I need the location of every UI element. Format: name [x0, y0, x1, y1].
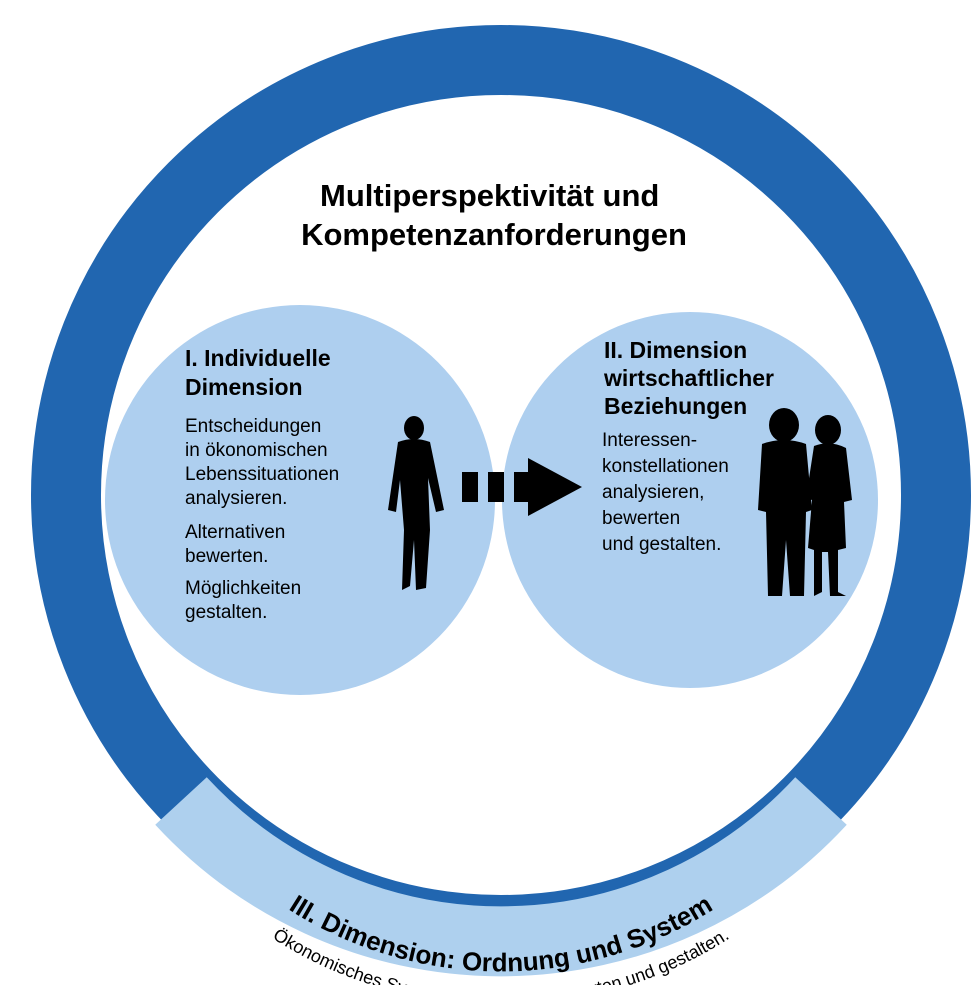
dimension2-heading-line-1: II. Dimension — [604, 337, 747, 363]
dimension1-body-line: Lebenssituationen — [185, 464, 339, 485]
dimension1-heading-line-2: Dimension — [185, 374, 303, 400]
dimension1-heading: I. Individuelle Dimension — [185, 345, 337, 400]
dimension2-body-line: konstellationen — [602, 456, 729, 477]
dimension1-heading-line-1: I. Individuelle — [185, 345, 331, 371]
title-line-1: Multiperspektivität und — [320, 178, 659, 213]
dimension2-body-line: Interessen- — [602, 430, 697, 451]
dimension1-body-line: Entscheidungen — [185, 416, 321, 437]
diagram-title: Multiperspektivität und Kompetenzanforde… — [301, 178, 687, 252]
title-line-2: Kompetenzanforderungen — [301, 217, 687, 252]
dimension1-body-line: gestalten. — [185, 602, 267, 623]
dimension2-heading-line-3: Beziehungen — [604, 393, 747, 419]
dimension2-body-line: bewerten — [602, 508, 680, 529]
dimension2-heading: II. Dimension wirtschaftlicher Beziehung… — [603, 337, 780, 419]
dimension1-body: Entscheidungen in ökonomischen Lebenssit… — [185, 416, 345, 623]
dimension2-body-line: analysieren, — [602, 482, 704, 503]
walking-man-icon — [388, 416, 444, 590]
couple-icon — [758, 408, 852, 596]
ring-segment-dimension3 — [155, 777, 847, 977]
dimension1-body-line: Möglichkeiten — [185, 578, 301, 599]
dimension2-heading-line-2: wirtschaftlicher — [603, 365, 774, 391]
dimension1-body-line: in ökonomischen — [185, 440, 328, 461]
dimension2-body-line: und gestalten. — [602, 534, 721, 555]
dimension1-body-line: analysieren. — [185, 488, 287, 509]
dimension1-body-line: bewerten. — [185, 546, 268, 567]
dimension2-bubble — [502, 312, 878, 688]
dimension1-body-line: Alternativen — [185, 522, 285, 543]
dimension2-body: Interessen- konstellationen analysieren,… — [602, 430, 734, 555]
dimension1-bubble — [105, 305, 495, 695]
dashed-arrow-icon — [462, 458, 582, 516]
